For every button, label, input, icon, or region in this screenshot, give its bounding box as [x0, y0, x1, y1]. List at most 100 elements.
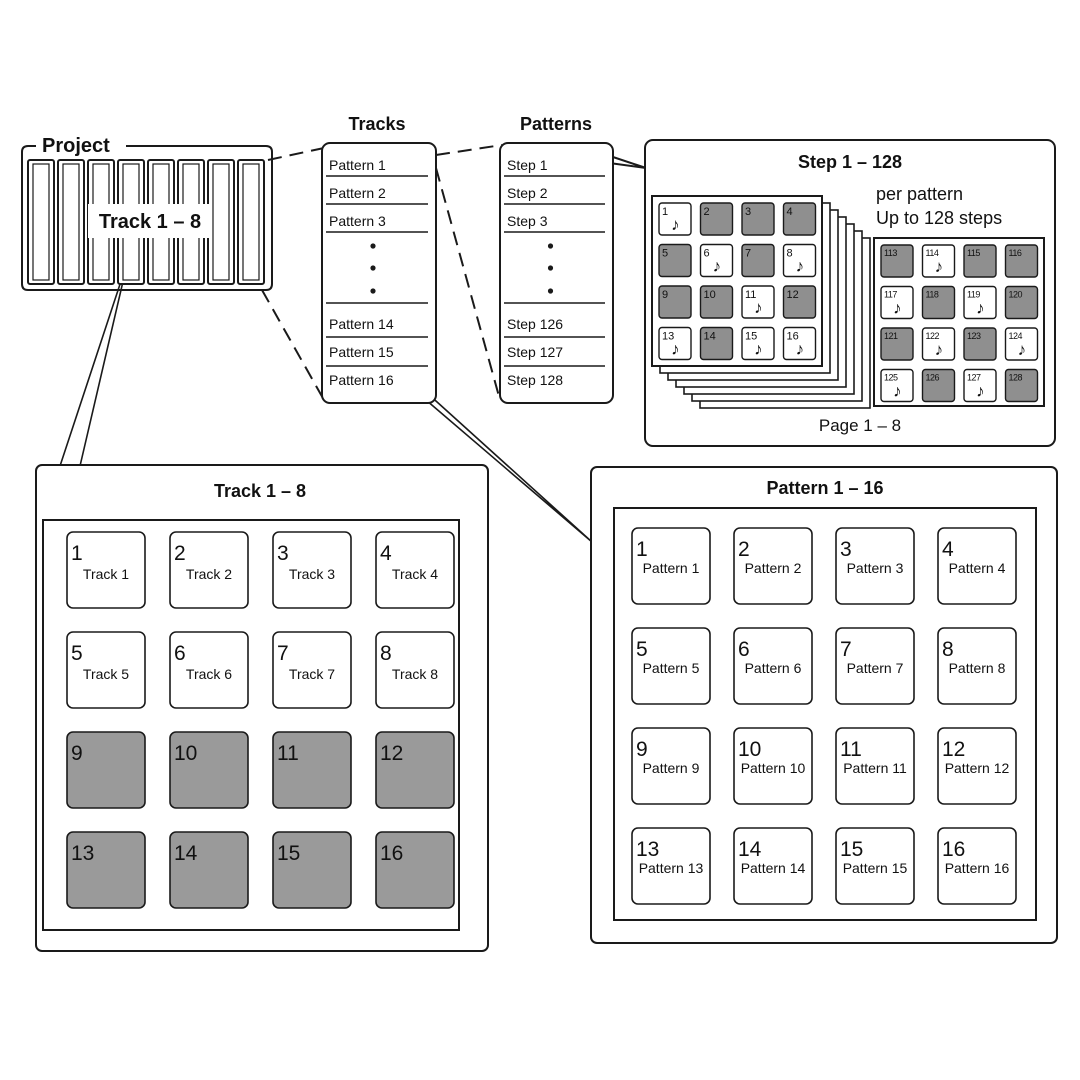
step-cell[interactable]: 1♪: [658, 202, 692, 236]
track-pad[interactable]: 16: [375, 831, 455, 909]
eighth-note-icon: ♪: [976, 299, 985, 318]
step-cell-on: [880, 285, 914, 320]
step-cell[interactable]: 117♪: [880, 285, 914, 320]
step-cell-on: [963, 368, 997, 403]
track-pad[interactable]: 11: [272, 731, 352, 809]
step-cell[interactable]: 121: [880, 327, 914, 361]
step-cell[interactable]: 125♪: [880, 368, 914, 403]
step-cell[interactable]: 10: [699, 285, 734, 319]
step-cell[interactable]: 4: [782, 202, 817, 236]
pattern-pad-body: [937, 827, 1017, 905]
track-pad[interactable]: 14: [169, 831, 249, 909]
step-cell-off: [880, 244, 914, 278]
step-cell[interactable]: 119♪: [963, 285, 997, 320]
step-cell-off: [741, 243, 775, 278]
pattern-pad-body: [937, 727, 1017, 805]
pattern-pad-number: 16: [942, 838, 965, 861]
step-cell[interactable]: 14: [699, 326, 734, 361]
step-cell[interactable]: 3: [741, 202, 775, 236]
track-pad-body: [66, 731, 146, 809]
track-panel-title: Track 1 – 8: [214, 481, 306, 501]
step-cell-off: [921, 368, 956, 403]
track-pad[interactable]: 9: [66, 731, 146, 809]
step-cell[interactable]: 122♪: [921, 327, 956, 361]
track-pad-number: 13: [71, 842, 94, 865]
step-cell[interactable]: 127♪: [963, 368, 997, 403]
step-cell[interactable]: 115: [963, 244, 997, 278]
step-cell[interactable]: 16♪: [782, 326, 817, 361]
step-cell[interactable]: 12: [782, 285, 817, 319]
step-number: 117: [884, 290, 897, 300]
track-pad[interactable]: 12: [375, 731, 455, 809]
step-cell[interactable]: 13♪: [658, 326, 692, 361]
list-row-label: Step 3: [507, 213, 548, 229]
step-cell-off: [782, 285, 817, 319]
step-cell[interactable]: 124♪: [1004, 327, 1039, 361]
track-pad[interactable]: 13: [66, 831, 146, 909]
step-cell[interactable]: 6♪: [699, 243, 734, 278]
step-cell-off: [1004, 368, 1039, 403]
step-cell[interactable]: 118: [921, 285, 956, 320]
track-pad-body: [375, 531, 455, 609]
step-panel-title: Step 1 – 128: [798, 152, 902, 172]
step-cell-off: [1004, 285, 1039, 320]
step-number: 127: [967, 373, 981, 383]
step-cell[interactable]: 2: [699, 202, 734, 236]
step-cell[interactable]: 123: [963, 327, 997, 361]
step-cell[interactable]: 15♪: [741, 326, 775, 361]
pattern-pad-body: [835, 727, 915, 805]
step-cell-off: [699, 202, 734, 236]
step-cell[interactable]: 120: [1004, 285, 1039, 320]
list-row-label: Step 2: [507, 185, 548, 201]
track-strip-inner: [32, 163, 50, 281]
step-cell[interactable]: 126: [921, 368, 956, 403]
step-cell[interactable]: 116: [1004, 244, 1039, 278]
pattern-pad-label: Pattern 14: [741, 860, 806, 876]
track-strip-inner: [242, 163, 260, 281]
step-cell[interactable]: 5: [658, 243, 692, 278]
step-cell[interactable]: 7: [741, 243, 775, 278]
eighth-note-icon: ♪: [796, 340, 805, 359]
step-cell[interactable]: 113: [880, 244, 914, 278]
step-cell[interactable]: 128: [1004, 368, 1039, 403]
track-pad[interactable]: 15: [272, 831, 352, 909]
pattern-pad-body: [835, 627, 915, 705]
step-cell[interactable]: 11♪: [741, 285, 775, 319]
eighth-note-icon: ♪: [796, 257, 805, 276]
track-pad-number: 16: [380, 842, 403, 865]
pattern-pad-body: [631, 527, 711, 605]
track-pad[interactable]: 10: [169, 731, 249, 809]
step-cell[interactable]: 8♪: [782, 243, 817, 278]
pattern-pad-number: 8: [942, 638, 954, 661]
step-cell[interactable]: 9: [658, 285, 692, 319]
step-number: 7: [745, 248, 751, 260]
step-cell[interactable]: 114♪: [921, 244, 956, 278]
